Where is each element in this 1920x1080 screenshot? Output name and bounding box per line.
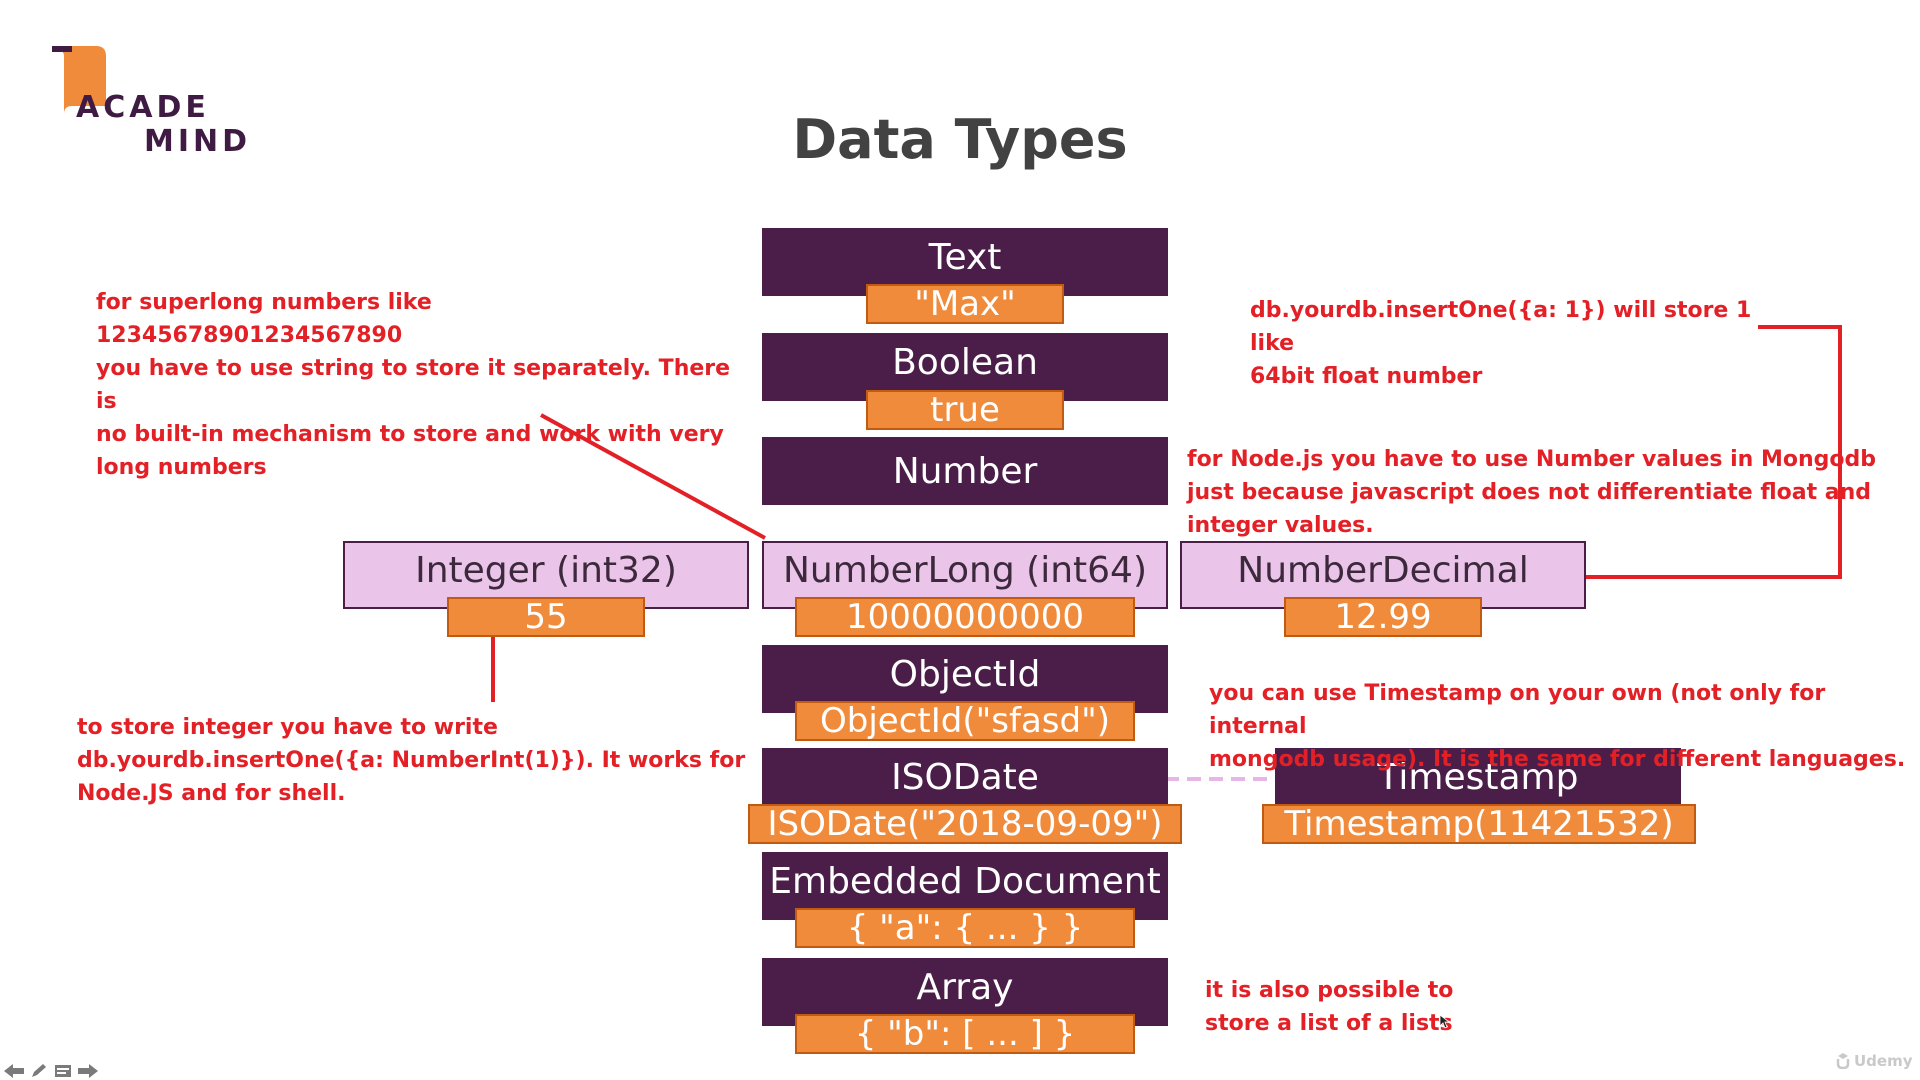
note-store-integer: to store integer you have to write db.yo…	[77, 715, 746, 806]
udemy-watermark: Udemy	[1836, 1052, 1913, 1070]
type-boolean-value: true	[866, 390, 1064, 430]
type-boolean: Boolean	[762, 333, 1168, 401]
logo-mark-icon	[52, 46, 106, 116]
note-array: it is also possible to store a list of a…	[1205, 978, 1454, 1036]
type-numberlong-value: 10000000000	[795, 597, 1135, 637]
type-number: Number	[762, 437, 1168, 505]
type-timestamp-value: Timestamp(11421532)	[1262, 804, 1696, 844]
udemy-logo-icon	[1836, 1053, 1850, 1069]
slides-icon[interactable]	[54, 1064, 72, 1078]
type-text-value: "Max"	[866, 284, 1064, 324]
insertone-pointer-line	[1584, 325, 1842, 579]
type-numberdecimal-value: 12.99	[1284, 597, 1482, 637]
pen-icon[interactable]	[30, 1063, 48, 1079]
superlong-pointer-line	[540, 413, 766, 540]
slide-controls	[4, 1062, 104, 1080]
logo-line1: ACADE	[76, 90, 210, 125]
note-nodejs-number: for Node.js you have to use Number value…	[1187, 447, 1877, 538]
type-objectid-value: ObjectId("sfasd")	[795, 701, 1135, 741]
type-integer-value: 55	[447, 597, 645, 637]
type-integer: Integer (int32)	[343, 541, 749, 609]
logo: ACADE MIND	[52, 46, 252, 159]
arrow-right-icon[interactable]	[78, 1064, 98, 1078]
arrow-left-icon[interactable]	[4, 1064, 24, 1078]
mouse-cursor-icon	[1440, 1015, 1450, 1029]
note-superlong-numbers: for superlong numbers like 1234567890123…	[96, 290, 731, 480]
logo-line2: MIND	[144, 124, 252, 159]
page-title: Data Types	[792, 108, 1128, 171]
type-embedded-document-value: { "a": { ... } }	[795, 908, 1135, 948]
note-insertone-float: db.yourdb.insertOne({a: 1}) will store 1…	[1250, 298, 1752, 389]
type-isodate-value: ISODate("2018-09-09")	[748, 804, 1182, 844]
type-array-value: { "b": [ ... ] }	[795, 1014, 1135, 1054]
watermark-text: Udemy	[1854, 1052, 1913, 1070]
note-timestamp: you can use Timestamp on your own (not o…	[1209, 681, 1906, 772]
